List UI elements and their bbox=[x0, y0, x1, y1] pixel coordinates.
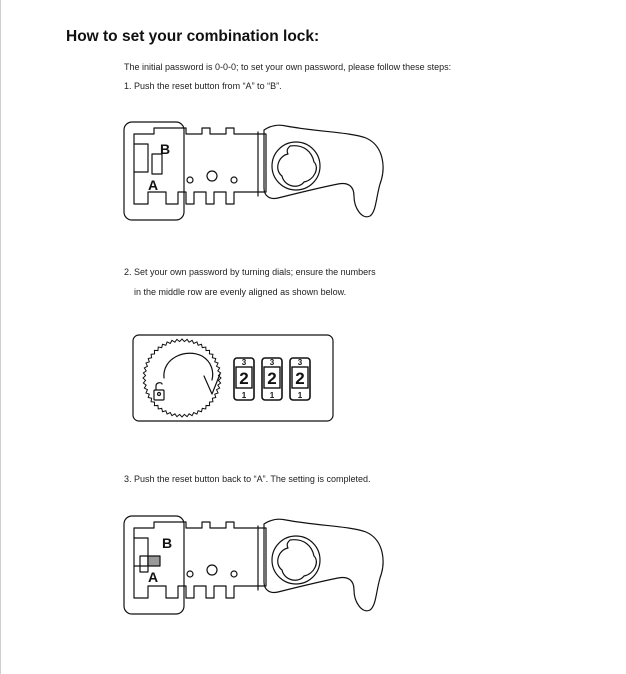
number-wheel-window bbox=[235, 366, 253, 389]
lock-diagram-reset-at-a: B A bbox=[123, 515, 384, 615]
label-b: B bbox=[160, 141, 170, 157]
page-left-rule bbox=[0, 0, 1, 674]
hole-center bbox=[206, 564, 218, 576]
intro-text: The initial password is 0-0-0; to set yo… bbox=[124, 62, 452, 72]
shackle-keyhole bbox=[277, 145, 317, 187]
hole-left bbox=[186, 570, 194, 578]
number-wheel-top-digit: 3 bbox=[270, 358, 275, 367]
lock-body-plate bbox=[133, 521, 267, 599]
shackle-keyhole bbox=[277, 539, 317, 581]
step-3-text: 3. Push the reset button back to “A”. Th… bbox=[124, 474, 371, 484]
lock-body-plate bbox=[133, 127, 267, 205]
number-wheels: 3 2 1 3 2 1 3 2 1 bbox=[233, 357, 311, 401]
number-wheel: 3 2 1 bbox=[261, 357, 283, 401]
lock-outer-frame bbox=[123, 121, 185, 221]
number-wheel-frame bbox=[233, 357, 255, 401]
label-a: A bbox=[148, 569, 158, 585]
dial-panel-frame bbox=[132, 334, 334, 422]
dial-diagram: 3 2 1 3 2 1 3 2 1 bbox=[132, 334, 334, 422]
reset-button-slider bbox=[139, 555, 149, 573]
number-wheel: 3 2 1 bbox=[233, 357, 255, 401]
label-b: B bbox=[162, 535, 172, 551]
hole-left bbox=[186, 176, 194, 184]
number-wheel-frame bbox=[289, 357, 311, 401]
number-wheel-middle-digit: 2 bbox=[239, 369, 248, 388]
step-1-text: 1. Push the reset button from “A” to “B”… bbox=[124, 81, 282, 91]
number-wheel-middle-digit: 2 bbox=[295, 369, 304, 388]
number-wheel-middle-digit: 2 bbox=[267, 369, 276, 388]
number-wheel-window bbox=[263, 366, 281, 389]
rotate-arrow bbox=[163, 352, 214, 381]
reset-button-slider bbox=[151, 153, 163, 175]
hole-center bbox=[206, 170, 218, 182]
dial-wheel-serrated-edge bbox=[142, 338, 222, 418]
number-wheel-bottom-digit: 1 bbox=[270, 391, 275, 400]
number-wheel-bottom-digit: 1 bbox=[242, 391, 247, 400]
reset-channel bbox=[133, 143, 149, 173]
number-wheel-top-digit: 3 bbox=[242, 358, 247, 367]
step-2-text-line-2: in the middle row are evenly aligned as … bbox=[134, 287, 347, 297]
reset-button-shaded-area bbox=[147, 555, 161, 567]
step-2-text-line-1: 2. Set your own password by turning dial… bbox=[124, 267, 376, 277]
page-title: How to set your combination lock: bbox=[66, 28, 320, 45]
number-wheel-window bbox=[291, 366, 309, 389]
shackle-ring bbox=[271, 535, 321, 585]
hole-right bbox=[230, 176, 238, 184]
unlock-icon bbox=[153, 389, 165, 401]
number-wheel: 3 2 1 bbox=[289, 357, 311, 401]
lock-shackle bbox=[263, 124, 384, 218]
number-wheel-bottom-digit: 1 bbox=[298, 391, 303, 400]
lock-shackle bbox=[263, 518, 384, 612]
shackle-ring bbox=[271, 141, 321, 191]
lock-diagram-reset-at-b: B A bbox=[123, 121, 384, 221]
label-a: A bbox=[148, 177, 158, 193]
lock-outer-frame bbox=[123, 515, 185, 615]
number-wheel-frame bbox=[261, 357, 283, 401]
hole-right bbox=[230, 570, 238, 578]
unlock-icon-keyhole bbox=[156, 391, 162, 397]
dial-wheel bbox=[142, 338, 222, 418]
unlock-icon-shackle bbox=[155, 382, 163, 391]
reset-channel bbox=[133, 537, 149, 567]
arrow-head bbox=[203, 373, 221, 395]
number-wheel-top-digit: 3 bbox=[298, 358, 303, 367]
